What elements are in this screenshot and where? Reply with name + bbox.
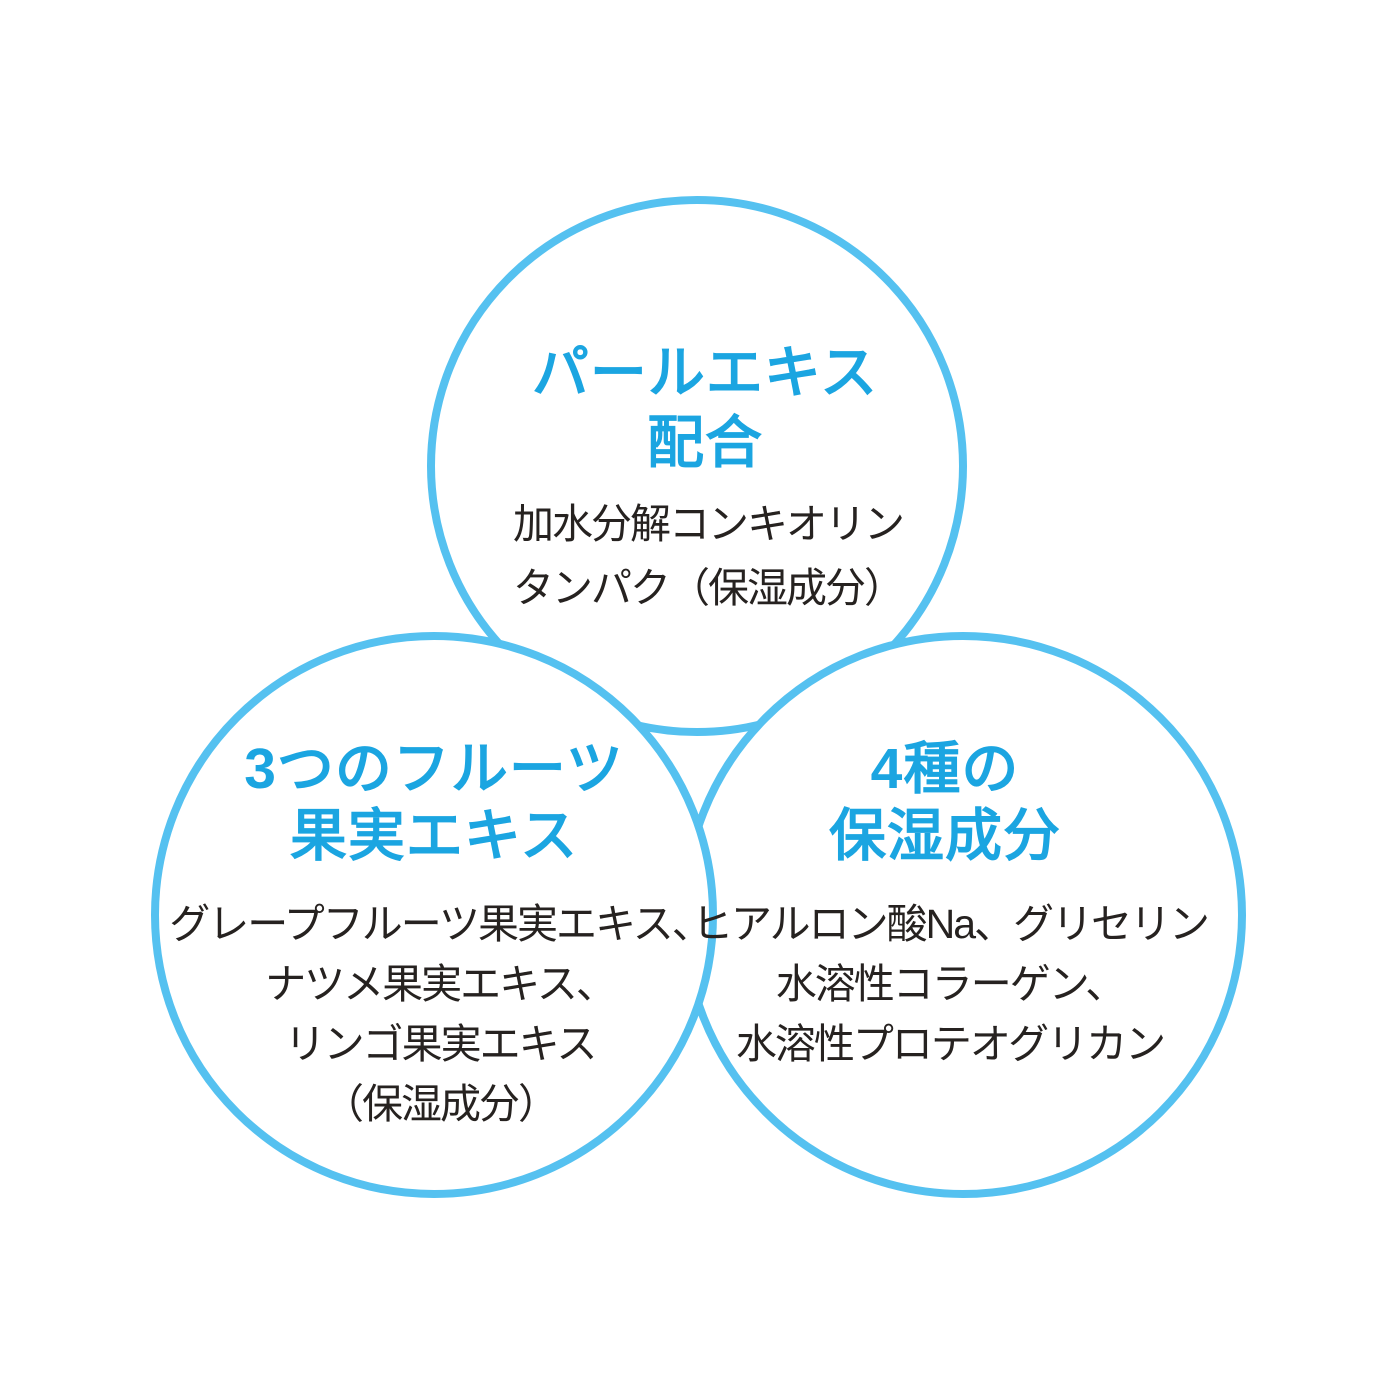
pearl-extract-body-line1: 加水分解コンキオリン	[513, 501, 905, 547]
four-moisturizers-body-line1: ヒアルロン酸Na、グリセリン	[692, 901, 1210, 947]
three-fruit-extracts-title-line1: 3つのフルーツ	[244, 737, 624, 801]
pearl-extract-title-line2: 配合	[646, 411, 763, 475]
three-fruit-extracts-body-line4: （保湿成分）	[323, 1081, 559, 1127]
pearl-extract-title-line1: パールエキス	[531, 341, 879, 405]
pearl-extract-title: パールエキス 配合	[532, 338, 878, 478]
three-fruit-extracts-circle-outline	[151, 632, 717, 1198]
four-moisturizers-title-line1: 4種の	[870, 737, 1020, 801]
pearl-extract-body: 加水分解コンキオリン タンパク（保湿成分）	[513, 492, 905, 620]
three-fruit-extracts-title-line2: 果実エキス	[289, 804, 579, 868]
pearl-extract-circle-outline	[427, 196, 967, 736]
three-fruit-extracts-body-line2: ナツメ果実エキス、	[265, 961, 617, 1007]
four-moisturizers-body-line2: 水溶性コラーゲン、	[775, 961, 1127, 1007]
three-fruit-extracts-body: グレープフルーツ果実エキス、 ナツメ果実エキス、 リンゴ果実エキス （保湿成分）	[169, 894, 712, 1134]
four-moisturizers-title: 4種の 保湿成分	[829, 736, 1061, 870]
three-fruit-extracts-title: 3つのフルーツ 果実エキス	[244, 736, 624, 870]
four-moisturizers-title-line2: 保湿成分	[829, 804, 1061, 868]
pearl-extract-body-line2: タンパク（保湿成分）	[513, 565, 905, 611]
four-moisturizers-body: ヒアルロン酸Na、グリセリン 水溶性コラーゲン、 水溶性プロテオグリカン	[692, 894, 1210, 1074]
three-fruit-extracts-body-line3: リンゴ果実エキス	[284, 1021, 598, 1067]
three-fruit-extracts-body-line1: グレープフルーツ果実エキス、	[169, 901, 712, 947]
four-moisturizers-body-line3: 水溶性プロテオグリカン	[735, 1021, 1166, 1067]
